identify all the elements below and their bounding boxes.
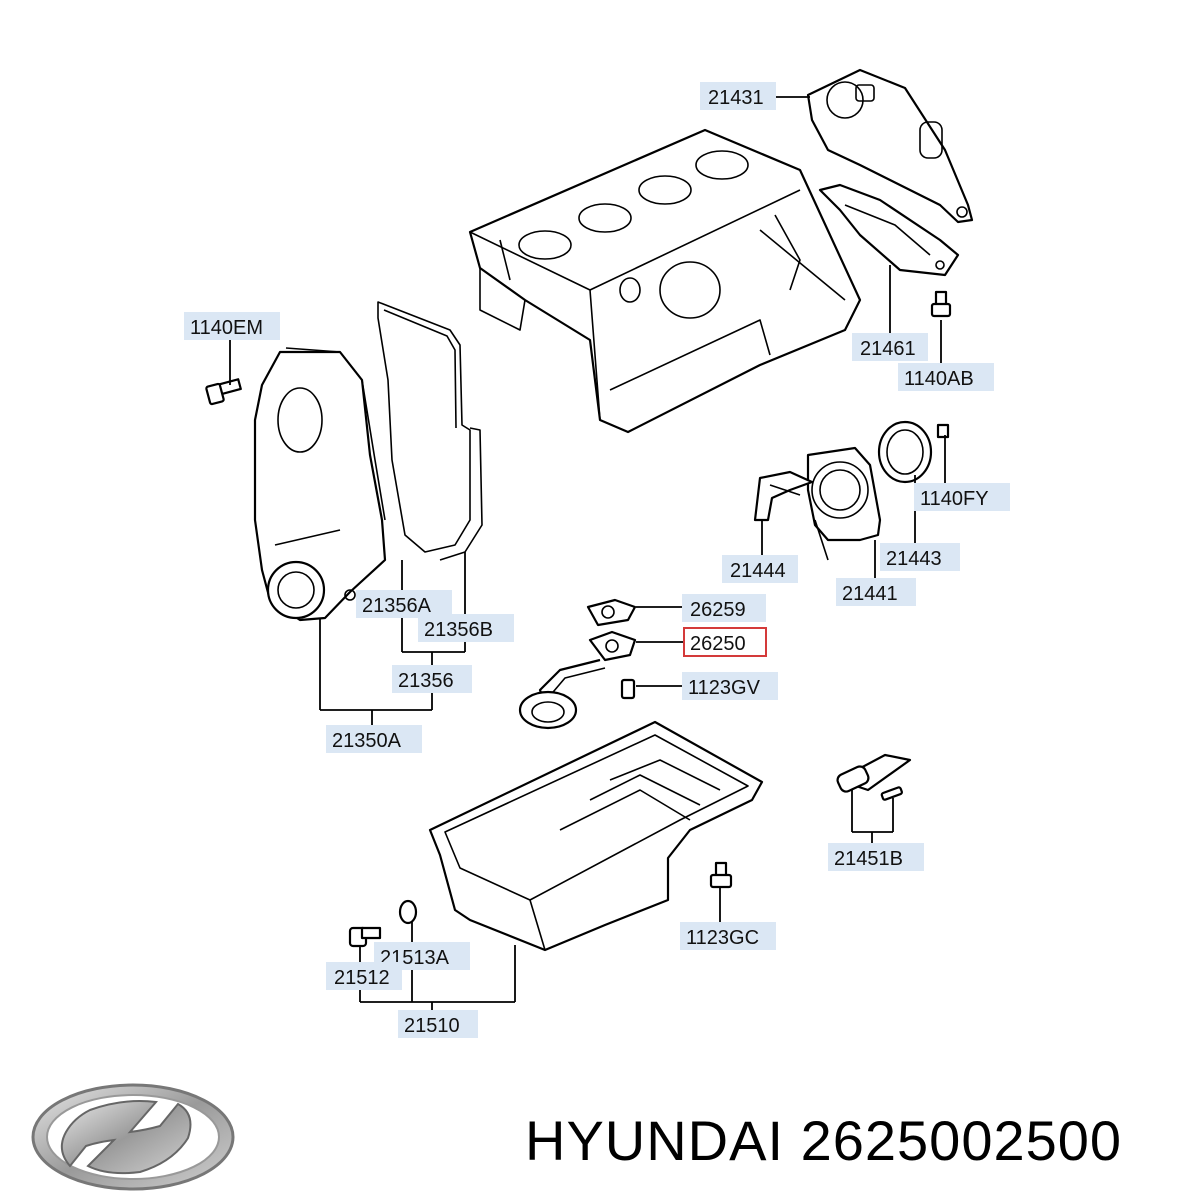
- label-21461: 21461: [852, 333, 928, 361]
- label-26259: 26259: [682, 594, 766, 622]
- bolt-1140em: [205, 378, 242, 406]
- part-21444: [753, 470, 814, 522]
- label-21510: 21510: [398, 1010, 478, 1038]
- label-21431: 21431: [700, 82, 776, 110]
- svg-text:1140FY: 1140FY: [920, 488, 989, 510]
- label-21441: 21441: [836, 578, 916, 606]
- svg-text:21444: 21444: [730, 560, 786, 582]
- label-21443: 21443: [880, 543, 960, 571]
- oil-seal-21443: [877, 420, 933, 484]
- gasket-26259: [586, 598, 637, 627]
- part-21461: [818, 183, 960, 277]
- svg-text:1123GC: 1123GC: [686, 927, 759, 949]
- label-1123gc: 1123GC: [680, 922, 776, 950]
- bolt-1140ab: [930, 290, 952, 318]
- svg-text:1123GV: 1123GV: [688, 677, 761, 699]
- bolt-1140fy: [936, 423, 950, 439]
- svg-text:21461: 21461: [860, 338, 916, 360]
- label-21444: 21444: [722, 555, 798, 583]
- gasket-21356b: [439, 427, 483, 561]
- svg-text:21431: 21431: [708, 87, 764, 109]
- part-21451b: [836, 753, 912, 801]
- part-21441: [806, 446, 882, 561]
- label-21350a: 21350A: [326, 725, 422, 753]
- label-1123gv: 1123GV: [682, 672, 778, 700]
- washer-21513a: [398, 899, 418, 925]
- leader-lines: [229, 96, 946, 1010]
- svg-text:26250: 26250: [690, 633, 746, 655]
- svg-text:21443: 21443: [886, 548, 942, 570]
- svg-text:21356A: 21356A: [362, 595, 432, 617]
- svg-text:21512: 21512: [334, 967, 390, 989]
- label-21451b: 21451B: [828, 843, 924, 871]
- svg-text:26259: 26259: [690, 599, 746, 621]
- label-21356: 21356: [392, 665, 472, 693]
- svg-text:21356: 21356: [398, 670, 454, 692]
- brand-name: HYUNDAI: [525, 1109, 785, 1172]
- label-26250: 26250: [683, 627, 767, 657]
- label-21356b: 21356B: [418, 614, 514, 642]
- oil-pan-21510: [428, 720, 764, 952]
- bolt-1123gc: [709, 861, 733, 889]
- svg-text:1140EM: 1140EM: [190, 317, 263, 339]
- svg-text:1140AB: 1140AB: [904, 368, 974, 390]
- svg-text:21441: 21441: [842, 583, 898, 605]
- part-number: 2625002500: [800, 1109, 1123, 1172]
- label-21356a: 21356A: [356, 590, 452, 618]
- svg-text:21350A: 21350A: [332, 730, 402, 752]
- hyundai-logo-icon: [31, 1083, 235, 1191]
- oil-strainer-26250: [518, 630, 637, 730]
- svg-text:21510: 21510: [404, 1015, 460, 1037]
- timing-cover: [253, 347, 387, 622]
- brand-part-number: HYUNDAI 2625002500: [525, 1108, 1122, 1173]
- label-1140ab: 1140AB: [898, 363, 994, 391]
- callout-labels: 21431 1140EM 21461 1140AB 1140FY 21444 2…: [184, 82, 1010, 1038]
- part-21431: [806, 68, 974, 224]
- label-21512: 21512: [326, 962, 402, 990]
- svg-text:21356B: 21356B: [424, 619, 493, 641]
- svg-text:21451B: 21451B: [834, 848, 903, 870]
- label-1140fy: 1140FY: [914, 483, 1010, 511]
- gasket-21356a: [377, 301, 471, 553]
- label-1140em: 1140EM: [184, 312, 280, 340]
- engine-block: [468, 128, 862, 434]
- bolt-1123gv: [620, 678, 636, 700]
- drain-plug-21512: [348, 926, 382, 948]
